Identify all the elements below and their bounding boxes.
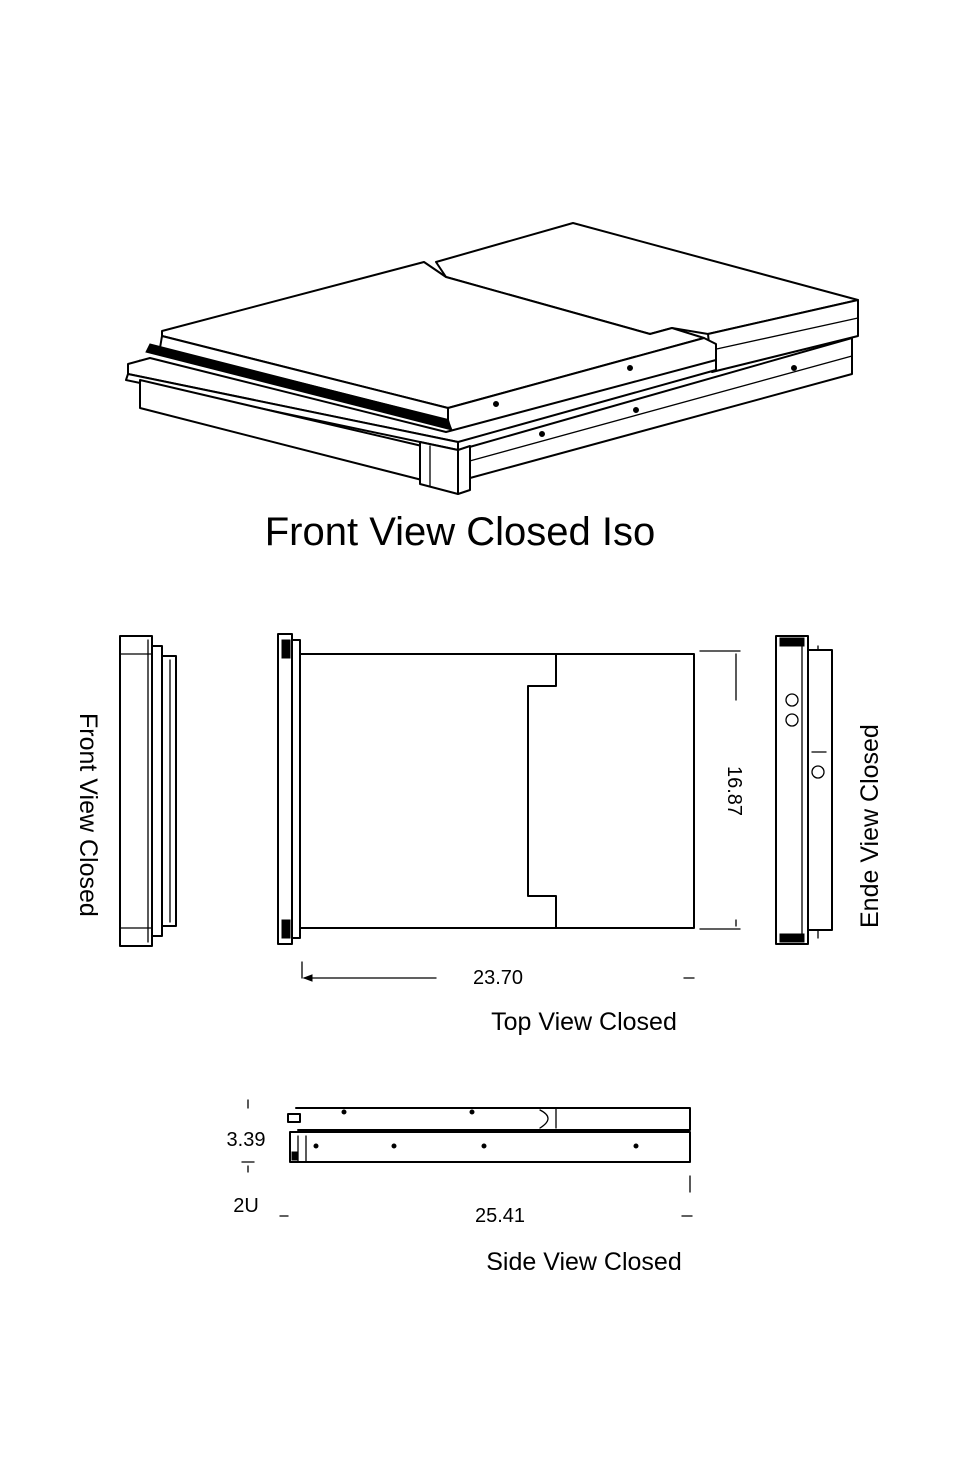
- iso-screw: [540, 432, 545, 437]
- front-view-label: Front View Closed: [74, 713, 102, 917]
- side-view-label: Side View Closed: [486, 1248, 681, 1276]
- top-view-label: Top View Closed: [491, 1008, 677, 1036]
- iso-title: Front View Closed Iso: [265, 510, 656, 554]
- side-length-dimension: 25.41: [475, 1205, 525, 1227]
- iso-screw: [628, 366, 633, 371]
- top-depth-dimension: 16.87: [723, 766, 745, 816]
- iso-view: [126, 223, 858, 494]
- top-view: [278, 634, 740, 981]
- front-view: [120, 636, 176, 946]
- side-view: [242, 1100, 692, 1216]
- iso-screw: [634, 408, 639, 413]
- rack-units-label: 2U: [233, 1195, 259, 1217]
- iso-front-bracket: [420, 442, 458, 494]
- iso-front-bracket-side: [458, 446, 470, 494]
- side-height-dimension: 3.39: [227, 1129, 266, 1151]
- iso-screw: [494, 402, 499, 407]
- ende-view: [776, 636, 832, 944]
- top-width-dimension: 23.70: [473, 967, 523, 989]
- ende-view-label: Ende View Closed: [856, 724, 884, 928]
- iso-screw: [792, 366, 797, 371]
